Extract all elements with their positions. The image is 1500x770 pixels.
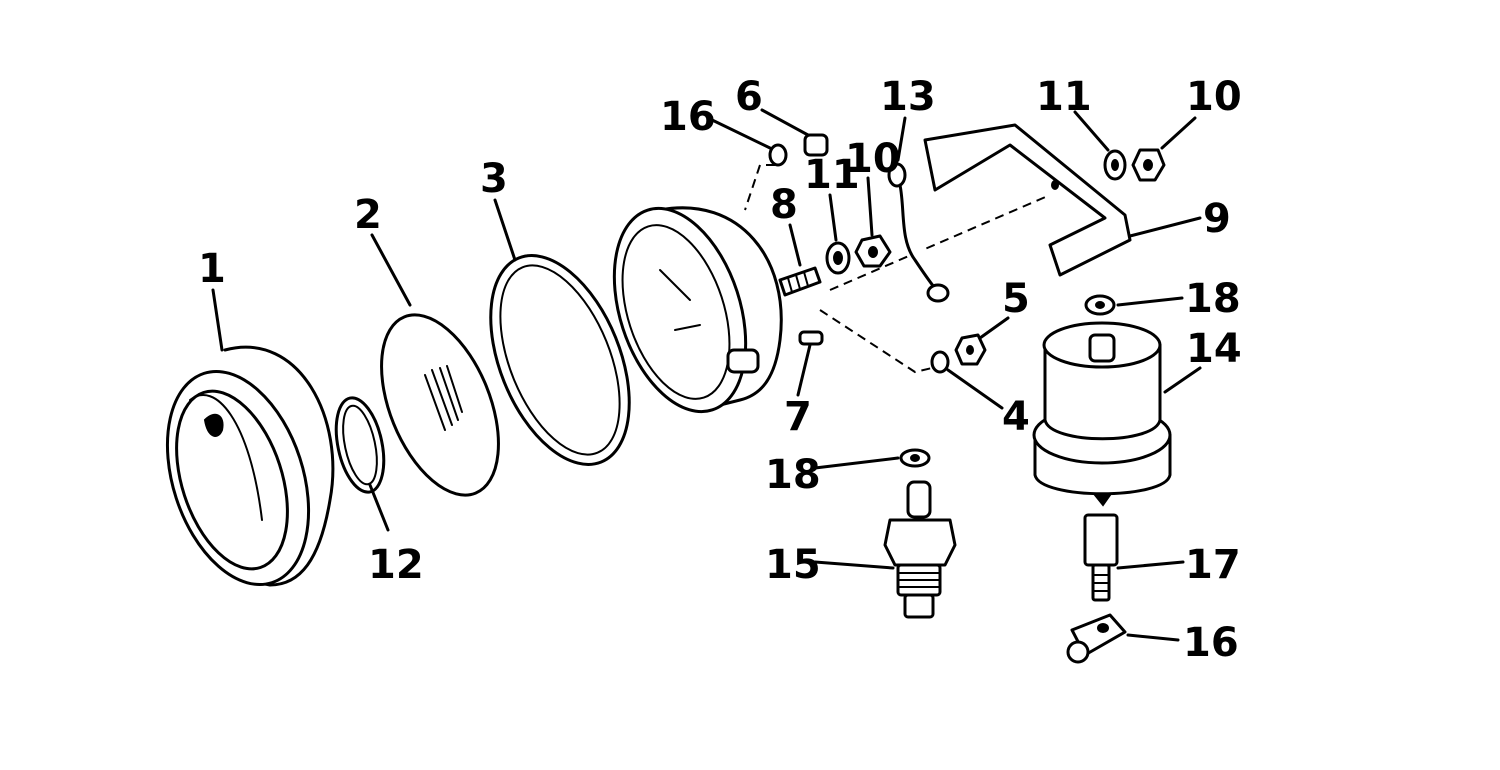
leader-4 bbox=[946, 368, 1004, 410]
part-8-stud bbox=[778, 266, 822, 297]
part-5-nut bbox=[954, 333, 987, 366]
part-12-o-ring bbox=[334, 396, 386, 494]
part-1-bezel bbox=[165, 345, 335, 587]
leader-6 bbox=[760, 108, 810, 137]
leader-16-top bbox=[706, 116, 772, 150]
callout-6: 6 bbox=[735, 74, 763, 120]
part-17-adapter bbox=[1083, 513, 1119, 602]
leader-2 bbox=[370, 233, 412, 307]
leader-1 bbox=[211, 288, 224, 352]
leader-lines bbox=[211, 108, 1202, 642]
callout-18-top: 18 bbox=[1185, 276, 1241, 322]
leader-17 bbox=[1116, 560, 1185, 570]
callout-4: 4 bbox=[1002, 394, 1030, 440]
callout-9: 9 bbox=[1203, 196, 1231, 242]
callout-5: 5 bbox=[1002, 276, 1030, 322]
leader-12 bbox=[368, 483, 390, 532]
leader-10-left bbox=[866, 176, 874, 237]
leader-16-bottom bbox=[1126, 633, 1180, 642]
leader-3 bbox=[493, 198, 517, 262]
part-15-temp-sender bbox=[883, 480, 957, 619]
alignment-dashed-line-bottom bbox=[819, 309, 933, 374]
leader-11-right bbox=[1073, 110, 1110, 152]
callout-7: 7 bbox=[784, 394, 812, 440]
leader-14 bbox=[1163, 366, 1202, 394]
leader-18-top bbox=[1116, 296, 1184, 307]
callout-2: 2 bbox=[354, 192, 382, 238]
callout-16-bottom: 16 bbox=[1183, 620, 1239, 666]
callout-16-top: 16 bbox=[660, 94, 716, 140]
leader-5 bbox=[978, 316, 1010, 340]
callout-8: 8 bbox=[770, 182, 798, 228]
callout-10-right: 10 bbox=[1186, 74, 1242, 120]
leader-8 bbox=[788, 223, 802, 267]
part-16-washer-top bbox=[768, 143, 788, 167]
leader-13 bbox=[896, 116, 907, 162]
callout-17: 17 bbox=[1185, 542, 1241, 588]
leader-10-right bbox=[1160, 116, 1197, 150]
leader-15 bbox=[813, 560, 895, 570]
leader-7 bbox=[796, 343, 812, 397]
part-16-fitting-bottom bbox=[1066, 613, 1127, 664]
part-6-screw bbox=[803, 133, 829, 157]
part-18-terminal-middle bbox=[899, 448, 931, 468]
callout-15: 15 bbox=[765, 542, 821, 588]
callout-labels: 1 2 3 12 16 6 8 11 10 13 11 10 9 18 14 5… bbox=[198, 74, 1242, 666]
part-3-gasket bbox=[489, 254, 631, 466]
part-9-bracket bbox=[923, 123, 1132, 277]
callout-10-left: 10 bbox=[845, 136, 901, 182]
part-2-lens bbox=[380, 313, 500, 497]
part-10-nut-left bbox=[854, 234, 892, 268]
callout-14: 14 bbox=[1186, 326, 1242, 372]
part-14-sender bbox=[1032, 321, 1172, 507]
callout-11-left: 11 bbox=[804, 152, 860, 198]
callout-1: 1 bbox=[198, 246, 226, 292]
part-13-ground-strap bbox=[887, 162, 950, 303]
part-7-screw bbox=[798, 330, 824, 346]
callout-11-right: 11 bbox=[1036, 74, 1092, 120]
callout-3: 3 bbox=[480, 156, 508, 202]
callout-12: 12 bbox=[368, 542, 424, 588]
part-18-terminal-top bbox=[1084, 294, 1116, 316]
part-11-washer-left bbox=[825, 241, 851, 275]
part-4-washer bbox=[930, 350, 950, 374]
callout-18-middle: 18 bbox=[765, 452, 821, 498]
part-11-washer-right bbox=[1103, 149, 1127, 181]
leader-18-middle bbox=[813, 456, 900, 470]
alignment-dashed-line-bracket bbox=[829, 194, 1051, 291]
gauge-housing bbox=[612, 206, 783, 414]
leader-9 bbox=[1128, 216, 1202, 238]
callout-13: 13 bbox=[880, 74, 936, 120]
alignment-dashed-line-top bbox=[744, 164, 775, 211]
leader-11-left bbox=[828, 193, 838, 242]
part-10-nut-right bbox=[1131, 148, 1166, 182]
